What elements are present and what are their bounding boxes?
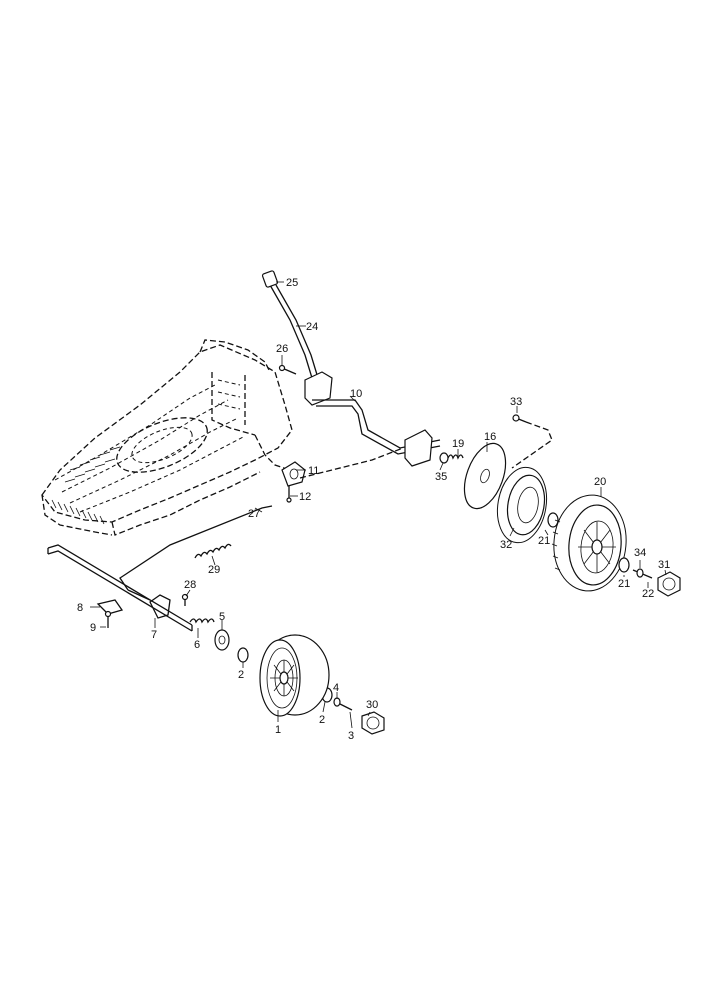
callout-34: 34 <box>634 547 646 559</box>
callout-1: 1 <box>275 724 281 736</box>
callout-4: 4 <box>333 682 339 694</box>
leader-lines <box>90 281 667 729</box>
callout-3: 3 <box>348 730 354 742</box>
callout-2a: 2 <box>238 669 244 681</box>
callout-31: 31 <box>658 559 670 571</box>
callout-8: 8 <box>77 602 83 614</box>
callout-35: 35 <box>435 471 447 483</box>
front-wheel <box>259 634 330 717</box>
callout-33: 33 <box>510 396 522 408</box>
mower-deck <box>41 339 293 536</box>
linkage <box>119 505 273 606</box>
rear-axle <box>261 270 441 503</box>
callout-16: 16 <box>484 431 496 443</box>
callout-27: 27 <box>248 508 260 520</box>
callout-30: 30 <box>366 699 378 711</box>
callout-9: 9 <box>90 622 96 634</box>
callout-25: 25 <box>286 277 298 289</box>
callout-19: 19 <box>452 438 464 450</box>
callout-21a: 21 <box>538 535 550 547</box>
callout-6: 6 <box>194 639 200 651</box>
callout-24: 24 <box>306 321 318 333</box>
rear-wheel <box>551 494 681 597</box>
callout-7: 7 <box>151 629 157 641</box>
callout-26: 26 <box>276 343 288 355</box>
callout-28: 28 <box>184 579 196 591</box>
callout-2b: 2 <box>319 714 325 726</box>
callouts: 1 2 2 3 4 5 6 7 8 9 10 11 12 16 19 20 21… <box>77 277 670 742</box>
callout-22: 22 <box>642 588 654 600</box>
callout-5: 5 <box>219 611 225 623</box>
callout-32: 32 <box>500 539 512 551</box>
callout-11: 11 <box>308 465 319 477</box>
callout-29: 29 <box>208 564 220 576</box>
callout-12: 12 <box>299 491 311 503</box>
callout-10: 10 <box>350 388 362 400</box>
callout-20: 20 <box>594 476 606 488</box>
rear-gear-assembly <box>439 414 559 544</box>
callout-21b: 21 <box>618 578 630 590</box>
